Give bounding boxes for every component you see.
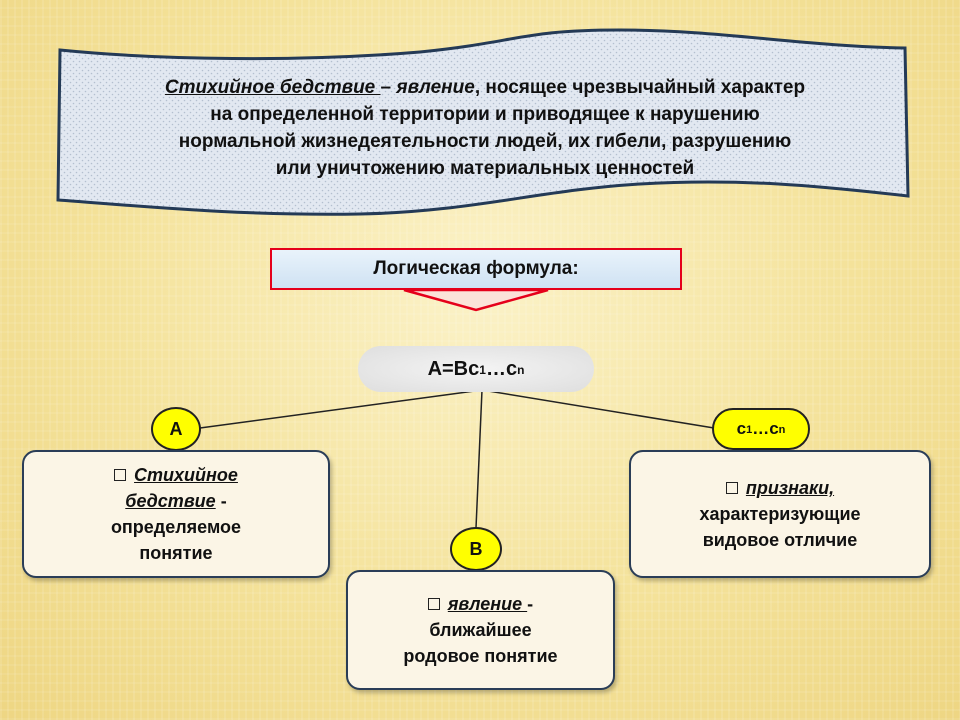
badge-a-label: А [169, 418, 183, 439]
card-a-tail: - [215, 491, 227, 511]
badge-b: В [450, 527, 502, 571]
connector-to-a [199, 389, 483, 429]
definition-banner [56, 28, 910, 216]
card-a-line-4: понятие [139, 543, 213, 563]
card-a-line-2: бедствие - [125, 488, 226, 514]
badge-b-label: В [469, 538, 483, 559]
card-defined-concept: Стихийное бедствие - определяемое поняти… [22, 450, 330, 578]
definition-genus: явление [396, 77, 475, 98]
card-b-line-2: ближайшее [429, 620, 532, 640]
card-c-em: признаки, [745, 478, 835, 498]
card-a-line-1: Стихийное [114, 462, 238, 488]
definition-line-3: нормальной жизнедеятельности людей, их г… [178, 131, 792, 152]
badge-a: А [151, 407, 201, 451]
definition-term: Стихийное бедствие [164, 77, 381, 98]
card-a-em-1: Стихийное [134, 465, 238, 485]
card-a-em-2: бедствие [125, 491, 216, 511]
badge-c-main: с [736, 419, 747, 438]
checkbox-bullet-icon [427, 598, 440, 610]
card-c-line-2: характеризующие [699, 504, 861, 524]
definition-line-1: Стихийное бедствие – явление, носящее чр… [75, 74, 895, 101]
card-a-line-3: определяемое [110, 517, 242, 537]
definition-line-2: на определенной территории и приводящее … [210, 104, 760, 125]
formula-sub-1: 1 [479, 363, 486, 377]
checkbox-bullet-icon [114, 469, 127, 481]
badge-c-sub-1: 1 [746, 424, 753, 436]
card-b-line-1: явление - [427, 591, 534, 617]
definition-dash: – [380, 77, 397, 98]
formula-dots: …с [485, 357, 518, 380]
down-arrow-icon [403, 288, 549, 312]
formula-label-box: Логическая формула: [270, 248, 682, 290]
card-b-line-3: родовое понятие [403, 646, 558, 666]
definition-line-4: или уничтожению материальных ценностей [275, 158, 695, 179]
card-genus: явление - ближайшее родовое понятие [346, 570, 615, 690]
badge-c-dots: …с [752, 419, 779, 438]
badge-c-sub-n: n [778, 424, 786, 436]
formula-sub-n: n [517, 363, 525, 377]
card-c-line-3: видовое отличие [702, 530, 858, 550]
connector-to-b [475, 389, 483, 529]
card-c-line-1: признаки, [725, 475, 835, 501]
formula-label: Логическая формула: [373, 258, 579, 279]
card-b-tail: - [527, 594, 534, 614]
formula-main: А=Вс [427, 357, 480, 380]
connector-to-c [481, 389, 715, 429]
card-b-em: явление [447, 594, 528, 614]
definition-text: Стихийное бедствие – явление, носящее чр… [75, 74, 895, 182]
card-features: признаки, характеризующие видовое отличи… [629, 450, 931, 578]
definition-rest: , носящее чрезвычайный характер [474, 77, 806, 98]
checkbox-bullet-icon [725, 482, 738, 494]
